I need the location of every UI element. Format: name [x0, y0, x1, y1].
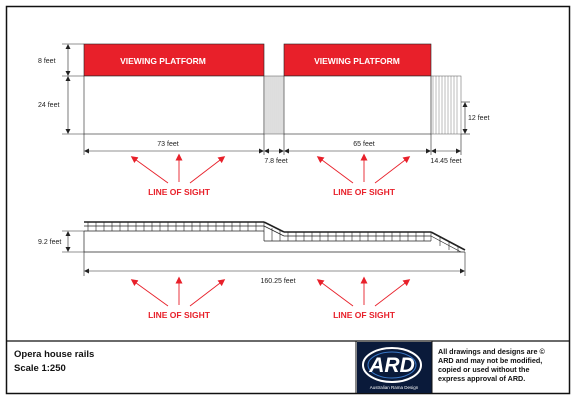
top-line-of-sight-right: [316, 153, 411, 184]
ard-logo: ARD Australian Rama Design: [357, 342, 432, 393]
drawing-title: Opera house rails: [14, 349, 94, 360]
left-section-width-label: 73 feet: [157, 141, 178, 148]
sheet-border: [5, 5, 571, 395]
left-platform-wall: [83, 75, 265, 135]
right-platform-label: VIEWING PLATFORM: [314, 56, 400, 66]
ramp-height-label: 12 feet: [468, 115, 489, 122]
end-ramp: [430, 75, 462, 135]
right-platform-wall: [283, 75, 432, 135]
bottom-line-of-sight-right: [316, 276, 411, 307]
ramp-height-dimension: [461, 101, 470, 135]
left-platform-banner: [83, 43, 265, 77]
rail-height-label: 9.2 feet: [38, 239, 61, 246]
wall-height-label: 24 feet: [38, 102, 59, 109]
vertical-dimension-lines: [62, 43, 84, 135]
top-elevation: VIEWING PLATFORM VIEWING PLATFORM: [38, 43, 489, 197]
drawing-scale: Scale 1:250: [14, 363, 66, 374]
right-section-width-label: 65 feet: [353, 141, 374, 148]
copyright-line-1: All drawings and designs are ©: [438, 347, 545, 356]
bottom-right-los-label: LINE OF SIGHT: [333, 310, 396, 320]
logo-subtext: Australian Rama Design: [370, 385, 419, 390]
title-block: Opera house rails Scale 1:250 ARD Austra…: [6, 340, 570, 394]
end-width-label: 14.45 feet: [430, 158, 461, 165]
top-left-los-label: LINE OF SIGHT: [148, 187, 211, 197]
bottom-left-los-label: LINE OF SIGHT: [148, 310, 211, 320]
left-platform-label: VIEWING PLATFORM: [120, 56, 206, 66]
bottom-line-of-sight-left: [130, 276, 226, 307]
total-length-label: 160.25 feet: [260, 278, 295, 285]
high-deck-posts: [87, 222, 265, 231]
gap-ramp: [263, 75, 285, 135]
rail-elevation: 9.2 feet 160.25 feet LINE OF SIGHT LINE …: [38, 221, 466, 320]
logo-text: ARD: [368, 354, 415, 377]
copyright-line-4: express approval of ARD.: [438, 374, 525, 383]
banner-height-label: 8 feet: [38, 58, 56, 65]
horizontal-dimension-lines: [83, 134, 462, 155]
top-right-los-label: LINE OF SIGHT: [333, 187, 396, 197]
top-line-of-sight-left: [130, 153, 226, 184]
low-deck-posts: [271, 228, 459, 252]
gap-width-label: 7.8 feet: [264, 158, 287, 165]
copyright-line-2: ARD and may not be modified,: [438, 356, 542, 365]
right-platform-banner: [283, 43, 432, 77]
copyright-line-3: copied or used without the: [438, 365, 529, 374]
